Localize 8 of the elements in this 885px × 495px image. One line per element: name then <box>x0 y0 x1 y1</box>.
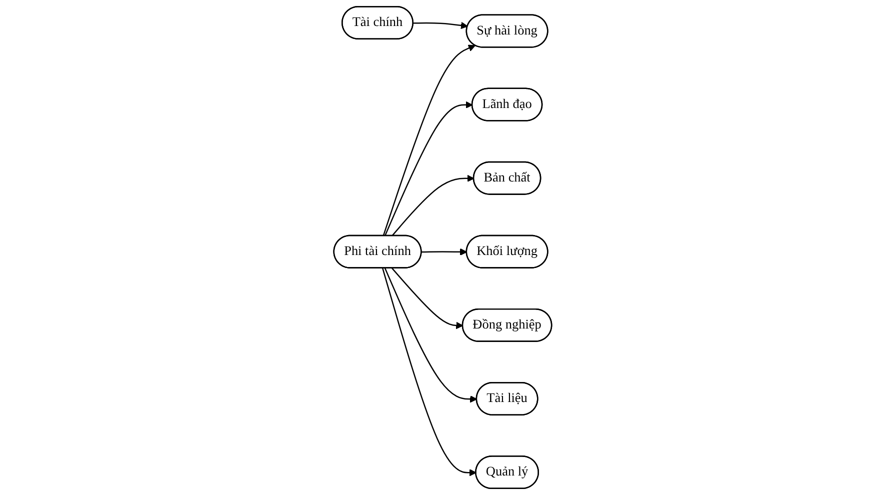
arrow <box>382 44 476 236</box>
arrow <box>413 22 468 30</box>
arrow <box>391 174 474 236</box>
arrow <box>384 101 473 236</box>
arrow <box>382 268 476 476</box>
arrow <box>421 248 467 256</box>
arrow <box>384 268 477 403</box>
arrow <box>391 268 463 330</box>
